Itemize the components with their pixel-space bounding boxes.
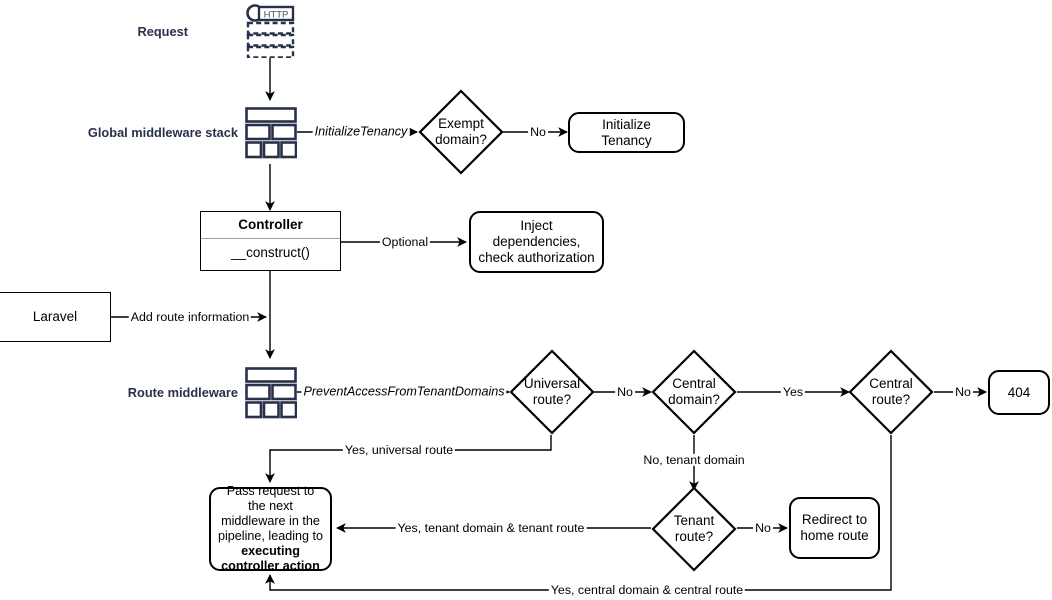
- node-controller-method: __construct(): [231, 245, 310, 260]
- node-laravel-label: Laravel: [32, 309, 78, 325]
- middleware-stack-icon: [245, 367, 298, 419]
- http-request-icon: HTTP: [246, 4, 295, 59]
- edge-label-yes-tenant-domain-tenant-route: Yes, tenant domain & tenant route: [395, 520, 587, 535]
- node-pass-request[interactable]: Pass request to the next middleware in t…: [209, 484, 332, 573]
- edge-label-initialize-tenancy: InitializeTenancy: [312, 124, 410, 139]
- middleware-stack-icon: [245, 107, 298, 159]
- edge-label-tenant-route-no: No: [753, 520, 773, 535]
- node-laravel[interactable]: Laravel: [0, 292, 111, 342]
- edge-label-optional: Optional: [379, 234, 431, 249]
- node-404-label: 404: [1007, 384, 1031, 400]
- edge-label-prevent-access: PreventAccessFromTenantDomains: [301, 384, 507, 399]
- decision-central-route-label: Central route?: [869, 376, 913, 407]
- node-pass-request-label: Pass request to the next middleware in t…: [217, 484, 324, 543]
- edge-label-universal-no: No: [615, 384, 635, 399]
- edge-label-central-route-no: No: [953, 384, 973, 399]
- decision-exempt-domain[interactable]: Exempt domain?: [418, 89, 504, 175]
- decision-tenant-route-label: Tenant route?: [673, 513, 715, 544]
- decision-tenant-route[interactable]: Tenant route?: [651, 486, 737, 572]
- label-global-middleware-stack: Global middleware stack: [87, 125, 238, 140]
- node-redirect-home-route[interactable]: Redirect to home route: [789, 497, 880, 559]
- node-inject-dependencies-label: Inject dependencies, check authorization: [478, 218, 595, 265]
- decision-universal-route[interactable]: Universal route?: [509, 349, 595, 435]
- edge-label-yes-central-domain-central-route: Yes, central domain & central route: [548, 582, 746, 597]
- node-404[interactable]: 404: [988, 370, 1050, 415]
- edge-label-central-domain-yes: Yes: [780, 384, 806, 399]
- edge-label-no-tenant-domain: No, tenant domain: [641, 452, 747, 467]
- decision-central-route[interactable]: Central route?: [848, 349, 934, 435]
- node-initialize-tenancy[interactable]: Initialize Tenancy: [568, 112, 685, 153]
- edge-label-yes-universal-route: Yes, universal route: [342, 442, 456, 457]
- edge-label-exempt-no: No: [528, 124, 548, 139]
- decision-exempt-domain-label: Exempt domain?: [435, 116, 487, 147]
- node-inject-dependencies[interactable]: Inject dependencies, check authorization: [469, 211, 604, 273]
- node-redirect-home-route-label: Redirect to home route: [800, 512, 869, 543]
- node-initialize-tenancy-label: Initialize Tenancy: [601, 116, 652, 148]
- http-icon-caption: HTTP: [264, 10, 289, 21]
- decision-central-domain[interactable]: Central domain?: [651, 349, 737, 435]
- node-pass-request-emphasis: executing controller action: [221, 543, 320, 573]
- decision-central-domain-label: Central domain?: [668, 376, 720, 407]
- decision-universal-route-label: Universal route?: [523, 376, 581, 407]
- label-route-middleware: Route middleware: [127, 385, 238, 400]
- label-request: Request: [137, 24, 189, 39]
- node-controller-title: Controller: [201, 212, 340, 239]
- edge-label-add-route-information: Add route information: [128, 309, 252, 324]
- node-controller[interactable]: Controller __construct(): [200, 211, 341, 271]
